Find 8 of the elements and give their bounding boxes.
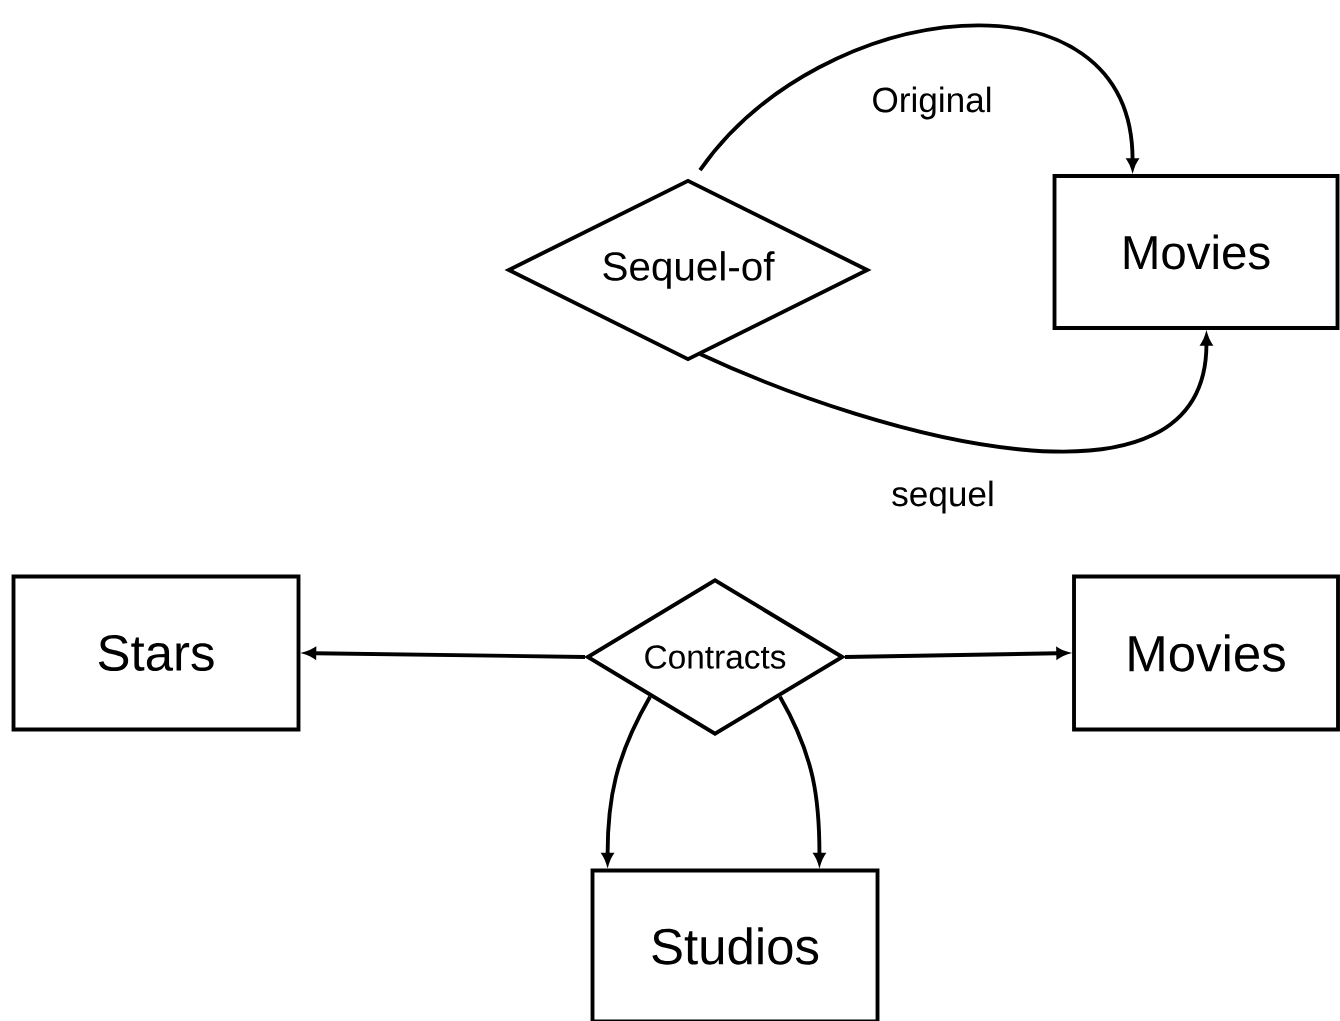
entity-box: Movies: [1052, 174, 1340, 330]
arrow: [844, 647, 1069, 659]
entity-box: Studios: [590, 868, 880, 1021]
edge-label: sequel: [889, 478, 997, 516]
edge-label: Original: [869, 84, 995, 122]
entity-box: Movies: [1072, 574, 1340, 732]
arrow: [698, 24, 1139, 172]
entity-box: Stars: [11, 574, 301, 732]
